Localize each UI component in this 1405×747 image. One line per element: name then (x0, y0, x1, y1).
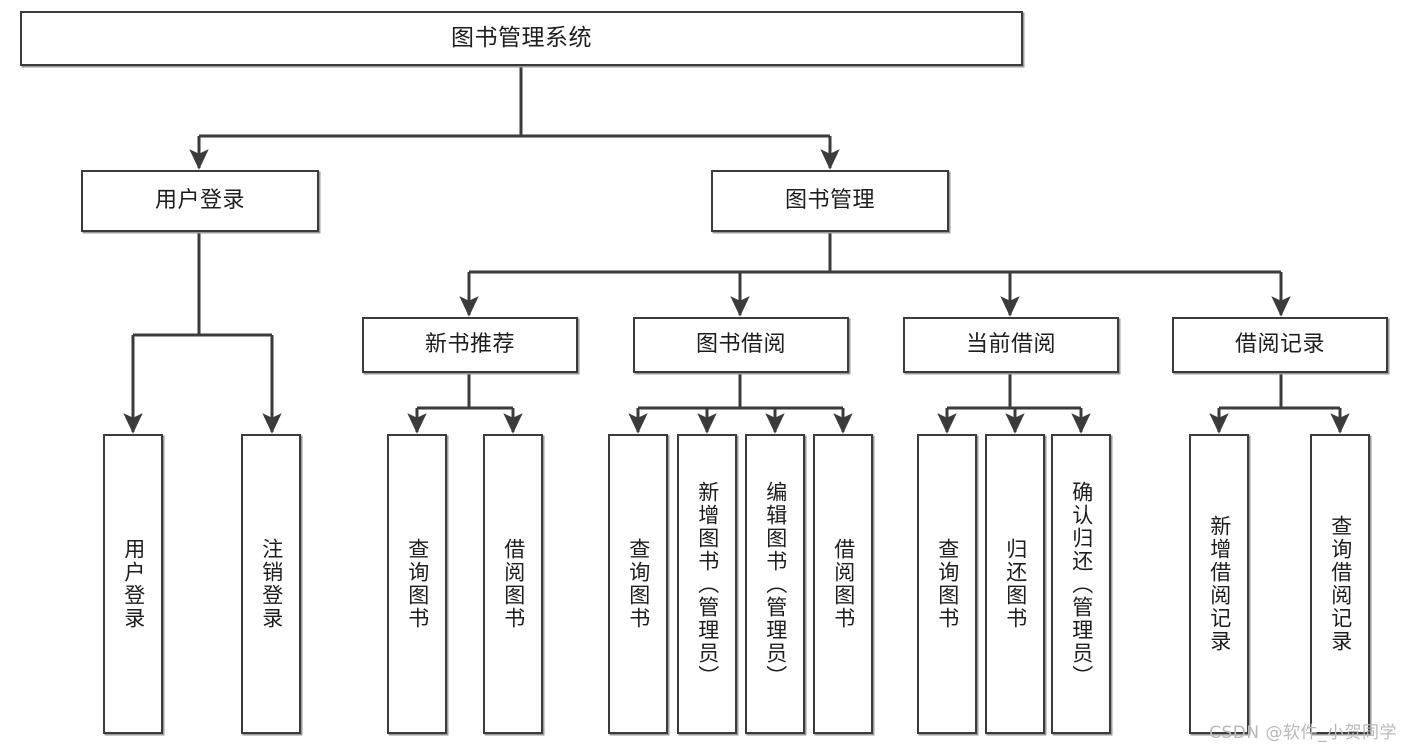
leaf-current-query-book-label: 查询图书 (935, 538, 960, 630)
leaf-borrow-query-book-label: 查询图书 (626, 538, 651, 630)
leaf-records-query-record[interactable]: 查询借阅记录 (1310, 434, 1370, 734)
leaf-newbook-query-book[interactable]: 查询图书 (387, 434, 447, 734)
leaf-user-login-label: 用户登录 (121, 538, 146, 630)
leaf-current-query-book[interactable]: 查询图书 (917, 434, 977, 734)
node-book-management-label: 图书管理 (784, 188, 875, 214)
leaf-borrow-lend-book[interactable]: 借阅图书 (813, 434, 873, 734)
node-book-borrow-label: 图书借阅 (695, 332, 786, 358)
leaf-current-confirm-return[interactable]: 确认归还（管理员） (1051, 434, 1111, 734)
leaf-records-add-record[interactable]: 新增借阅记录 (1189, 434, 1249, 734)
csdn-watermark: CSDN @软件_小贺同学 (1209, 723, 1397, 743)
node-root-label: 图书管理系统 (451, 25, 592, 52)
node-current-borrow[interactable]: 当前借阅 (903, 317, 1119, 373)
node-user-login-label: 用户登录 (154, 188, 245, 214)
node-borrow-records[interactable]: 借阅记录 (1172, 317, 1388, 373)
node-user-login[interactable]: 用户登录 (81, 170, 319, 232)
leaf-borrow-query-book[interactable]: 查询图书 (608, 434, 668, 734)
node-root[interactable]: 图书管理系统 (20, 11, 1023, 66)
leaf-borrow-add-book[interactable]: 新增图书（管理员） (677, 434, 737, 734)
leaf-user-logout[interactable]: 注销登录 (241, 434, 301, 734)
node-book-borrow[interactable]: 图书借阅 (633, 317, 849, 373)
leaf-current-return-book-label: 归还图书 (1003, 538, 1028, 630)
node-book-management[interactable]: 图书管理 (711, 170, 949, 232)
node-borrow-records-label: 借阅记录 (1234, 332, 1325, 358)
leaf-current-confirm-return-label: 确认归还（管理员） (1069, 480, 1094, 688)
node-current-borrow-label: 当前借阅 (965, 332, 1056, 358)
leaf-newbook-query-book-label: 查询图书 (405, 538, 430, 630)
leaf-borrow-edit-book-label: 编辑图书（管理员） (763, 480, 788, 688)
node-new-book-recommend-label: 新书推荐 (424, 332, 515, 358)
leaf-newbook-borrow-book[interactable]: 借阅图书 (483, 434, 543, 734)
leaf-current-return-book[interactable]: 归还图书 (985, 434, 1045, 734)
leaf-borrow-edit-book[interactable]: 编辑图书（管理员） (745, 434, 805, 734)
leaf-borrow-lend-book-label: 借阅图书 (831, 538, 856, 630)
node-new-book-recommend[interactable]: 新书推荐 (362, 317, 578, 373)
leaf-records-add-record-label: 新增借阅记录 (1207, 515, 1232, 653)
leaf-records-query-record-label: 查询借阅记录 (1328, 515, 1353, 653)
leaf-user-logout-label: 注销登录 (259, 538, 284, 630)
leaf-borrow-add-book-label: 新增图书（管理员） (695, 480, 720, 688)
leaf-newbook-borrow-book-label: 借阅图书 (501, 538, 526, 630)
leaf-user-login[interactable]: 用户登录 (103, 434, 163, 734)
